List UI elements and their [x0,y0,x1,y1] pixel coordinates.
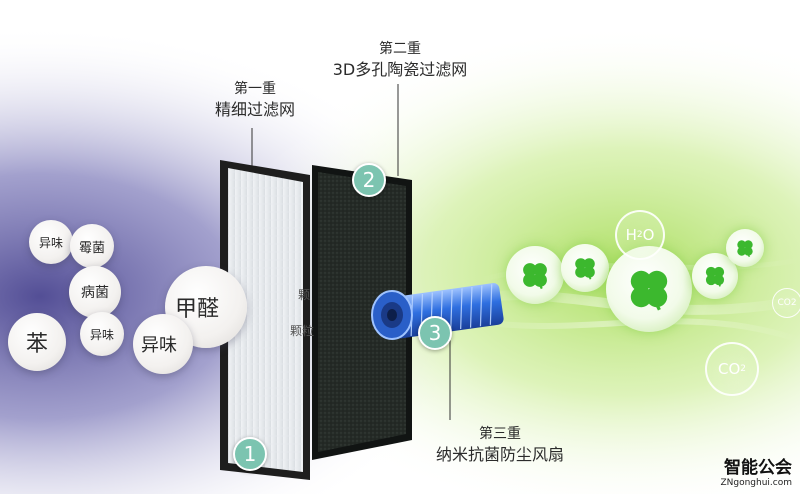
brand-logo: 智能公会 ZNgonghui.com [702,453,792,488]
pollutant-bubble-odor-2: 异味 [80,312,124,356]
clover-icon [737,240,753,258]
pollutant-bubble-benzene: 苯 [8,313,66,371]
clean-air-bubble-1 [506,246,564,304]
clean-air-bubble-2 [561,244,609,292]
layer2-index: 第二重 [379,41,421,57]
fan-icon [371,283,504,340]
particle-label-1: 颗 [298,288,311,302]
ceramic-filter-panel [312,165,412,460]
layer2-name: 3D多孔陶瓷过滤网 [332,59,468,79]
particle-label-2: 颗粒 [290,324,315,338]
layer1-number-badge: 1 [233,437,267,471]
layer3-label: 第三重 纳米抗菌防尘风扇 [420,425,580,465]
layer2-label: 第二重 3D多孔陶瓷过滤网 [315,40,485,80]
layer3-number-badge: 3 [418,316,452,350]
brand-domain: ZNgonghui.com [720,478,792,488]
layer2-number-badge: 2 [352,163,386,197]
clover-icon [705,266,725,287]
layer1-label: 第一重 精细过滤网 [200,80,310,120]
clover-icon [630,270,668,311]
layer1-index: 第一重 [234,81,276,97]
layer3-index: 第三重 [479,426,521,442]
pollutant-bubble-mold: 霉菌 [70,224,114,268]
pollutant-bubble-odor-3: 异味 [133,314,193,374]
clean-air-bubble-3 [606,246,692,332]
clean-air-bubble-4 [692,253,738,299]
brand-name: 智能公会 [724,458,792,478]
clean-air-bubble-5 [726,229,764,267]
fine-filter-panel [220,160,310,480]
layer1-name: 精细过滤网 [214,99,295,119]
pollutant-bubble-germ: 病菌 [69,266,121,318]
layer3-name: 纳米抗菌防尘风扇 [435,444,564,464]
clover-icon [523,263,547,290]
clover-icon [575,258,595,280]
pollutant-bubble-odor: 异味 [29,220,73,264]
